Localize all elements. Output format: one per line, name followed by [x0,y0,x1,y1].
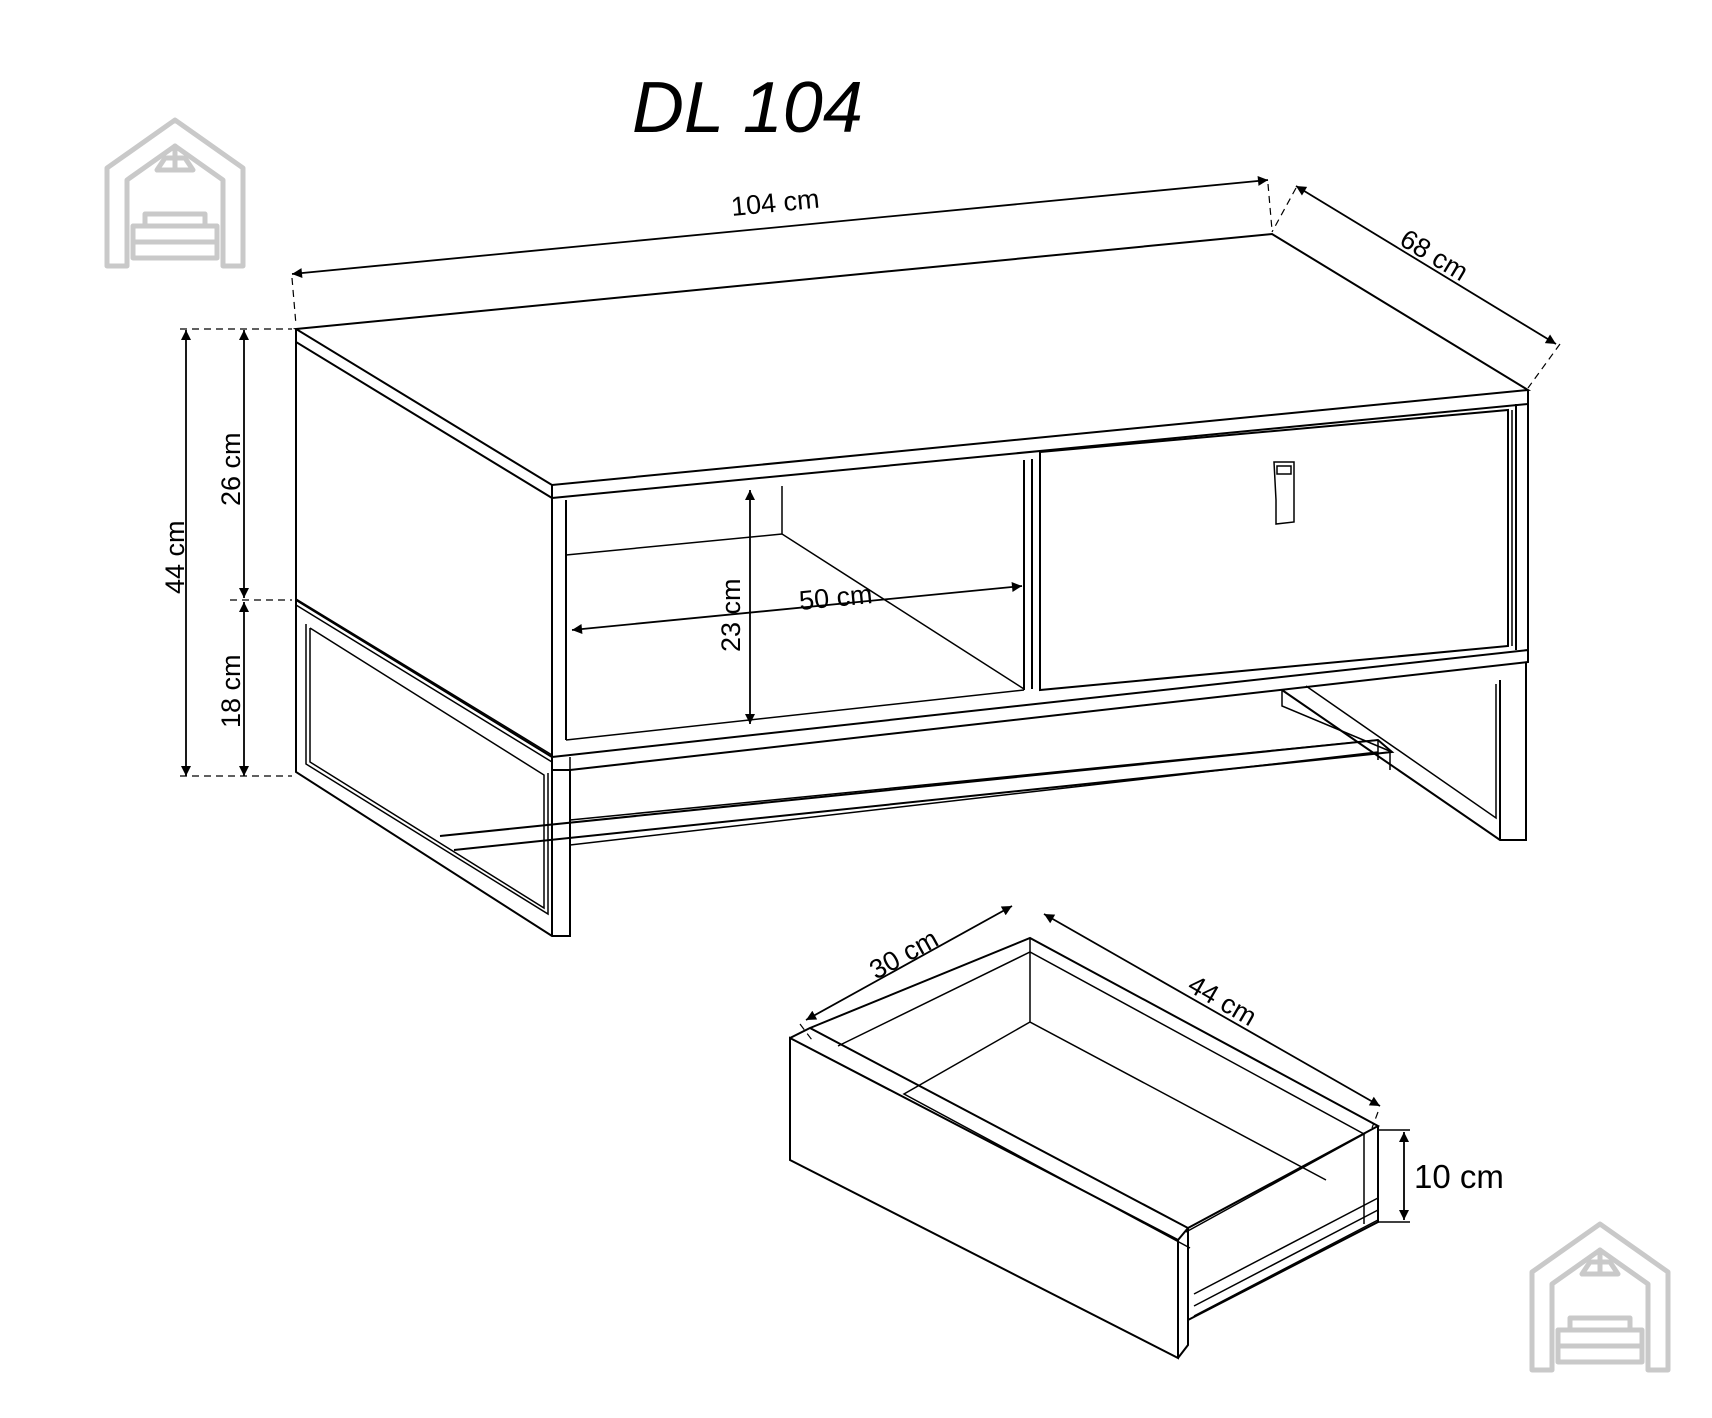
drawer-front-label: 30 cm [864,923,943,985]
product-title: DL 104 [632,68,863,148]
drawer-depth-label: 44 cm [1183,969,1262,1032]
drawer-height-label: 10 cm [1414,1158,1504,1195]
drawer [789,936,1381,1360]
coffee-table [292,232,1532,937]
logo-icon [1529,1221,1671,1373]
logo-icon [104,117,246,269]
width-label: 104 cm [730,184,821,222]
dimension-lines [180,175,1561,1223]
leg-height-label: 18 cm [216,654,246,728]
shelf-width-label: 50 cm [798,579,874,616]
total-height-label: 44 cm [160,520,190,594]
shelf-height-label: 23 cm [716,578,746,652]
body-height-label: 26 cm [216,432,246,506]
depth-label: 68 cm [1395,223,1473,287]
